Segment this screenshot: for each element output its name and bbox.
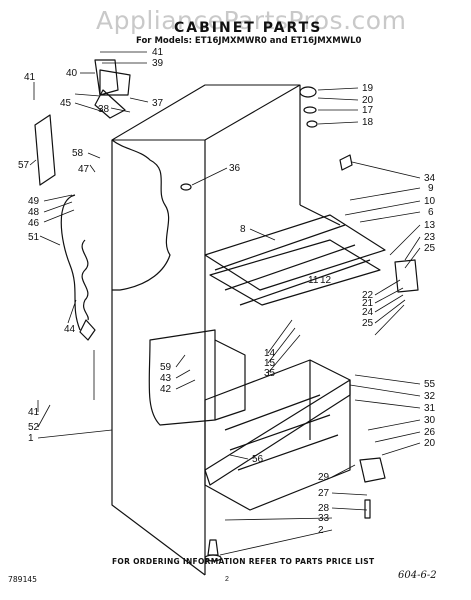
callout-41: 41 xyxy=(24,72,36,83)
page-title: CABINET PARTS xyxy=(174,20,323,36)
callout-25: 25 xyxy=(424,243,436,254)
cord-plug xyxy=(79,319,96,341)
callout-47: 47 xyxy=(78,164,90,175)
cord-coil xyxy=(81,239,89,321)
callout-17: 17 xyxy=(362,105,374,116)
callout-15: 15 xyxy=(264,358,276,369)
callout-56: 56 xyxy=(252,454,264,465)
cutaway-edge xyxy=(111,139,171,291)
lower-floor-rails xyxy=(224,394,339,471)
callout-20: 20 xyxy=(362,95,374,106)
callout-52: 52 xyxy=(28,422,40,433)
callout-51: 51 xyxy=(28,232,40,243)
cabinet-top xyxy=(111,84,301,141)
callout-55: 55 xyxy=(424,379,436,390)
power-cord xyxy=(60,194,81,331)
callout-58: 58 xyxy=(72,148,84,159)
bottom-hinge xyxy=(359,457,386,483)
callout-23: 23 xyxy=(424,232,436,243)
thermostat-body xyxy=(99,69,131,96)
hinge-cover xyxy=(299,86,317,98)
callout-40: 40 xyxy=(66,68,78,79)
callout-6: 6 xyxy=(428,207,434,218)
callout-26: 26 xyxy=(424,427,436,438)
evaporator-box xyxy=(148,329,216,426)
callout-41: 41 xyxy=(152,47,164,58)
wall-control-box xyxy=(34,114,56,186)
handwritten-note: 604-6-2 xyxy=(398,570,437,581)
callout-12: 12 xyxy=(320,275,332,286)
callout-33: 33 xyxy=(318,513,330,524)
model-subtitle: For Models: ET16JMXMWR0 and ET16JMXMWL0 xyxy=(136,36,362,46)
callout-59: 59 xyxy=(160,362,172,373)
crossbar-3 xyxy=(239,259,371,306)
callout-31: 31 xyxy=(424,403,436,414)
callout-36: 36 xyxy=(229,163,241,174)
callout-48: 48 xyxy=(28,207,40,218)
callout-18: 18 xyxy=(362,117,374,128)
cabinet-front-edge xyxy=(111,140,206,576)
shelf-rail-upper xyxy=(204,214,386,291)
callout-24: 24 xyxy=(362,307,374,318)
thermostat-bracket xyxy=(94,59,119,96)
control-knob xyxy=(94,89,126,119)
front-bottom-rail xyxy=(204,379,351,486)
callout-10: 10 xyxy=(424,196,436,207)
callout-29: 29 xyxy=(318,472,330,483)
callout-13: 13 xyxy=(424,220,436,231)
right-bracket xyxy=(394,259,419,293)
bushing xyxy=(306,120,318,128)
callout-20: 20 xyxy=(424,438,436,449)
callout-14: 14 xyxy=(264,348,276,359)
callout-45: 45 xyxy=(60,98,72,109)
page-number: 2 xyxy=(225,576,229,583)
callout-32: 32 xyxy=(424,391,436,402)
callout-57: 57 xyxy=(18,160,30,171)
callout-30: 30 xyxy=(424,415,436,426)
ordering-info-footer: FOR ORDERING INFORMATION REFER TO PARTS … xyxy=(112,557,375,566)
callout-42: 42 xyxy=(160,384,172,395)
door-stop-bar xyxy=(339,154,353,171)
callout-34: 34 xyxy=(424,173,436,184)
callout-1: 1 xyxy=(28,433,34,444)
crossbar-1 xyxy=(214,224,346,271)
washer xyxy=(303,106,317,114)
crossbar-2 xyxy=(224,244,356,291)
callout-21: 21 xyxy=(362,298,374,309)
callout-8: 8 xyxy=(240,224,246,235)
callout-11: 11 xyxy=(308,275,319,286)
cabinet-plug xyxy=(180,183,192,191)
callout-9: 9 xyxy=(428,183,434,194)
callout-25: 25 xyxy=(362,318,374,329)
callout-39: 39 xyxy=(152,58,164,69)
shelf-rail-lower xyxy=(209,239,381,306)
callout-44: 44 xyxy=(64,324,76,335)
callout-22: 22 xyxy=(362,290,374,301)
leg-foot xyxy=(204,554,222,562)
callout-37: 37 xyxy=(152,98,164,109)
callout-28: 28 xyxy=(318,503,330,514)
callout-43: 43 xyxy=(160,373,172,384)
callout-49: 49 xyxy=(28,196,40,207)
hinge-pin xyxy=(364,499,371,519)
callout-46: 46 xyxy=(28,218,40,229)
callout-27: 27 xyxy=(318,488,330,499)
callout-38: 38 xyxy=(98,104,110,115)
catalog-number: 789145 xyxy=(8,575,37,584)
callout-35: 35 xyxy=(264,368,276,379)
cabinet-back-right xyxy=(299,204,341,226)
callout-2: 2 xyxy=(318,525,324,536)
watermark: AppliancePartsPros.com xyxy=(96,6,407,35)
evaporator-cover xyxy=(214,339,246,421)
leveling-leg xyxy=(207,539,219,556)
callout-19: 19 xyxy=(362,83,374,94)
callout-41: 41 xyxy=(28,407,40,418)
